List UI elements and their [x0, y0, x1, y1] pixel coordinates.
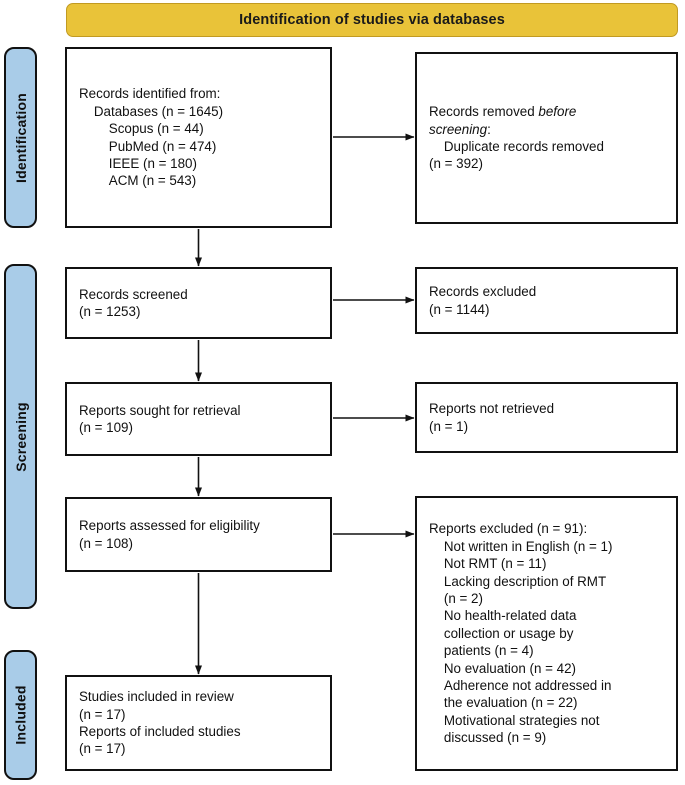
- box-reports-assessed-text: Reports assessed for eligibility (n = 10…: [79, 518, 260, 551]
- box-records-excluded-text: Records excluded (n = 1144): [429, 284, 537, 317]
- box-reports-sought-for-retrieval: Reports sought for retrieval (n = 109): [65, 382, 332, 456]
- stage-tab-included-label: Included: [12, 685, 29, 745]
- removed-line1-lead: Records removed: [429, 104, 539, 120]
- box-reports-excluded-text: Reports excluded (n = 91): Not written i…: [429, 521, 613, 746]
- box-reports-not-retrieved: Reports not retrieved (n = 1): [415, 382, 678, 453]
- box-reports-not-retrieved-text: Reports not retrieved (n = 1): [429, 401, 555, 434]
- stage-tab-screening: Screening: [4, 264, 37, 609]
- stage-tab-included: Included: [4, 650, 37, 780]
- banner-identification-via-databases: Identification of studies via databases: [66, 3, 678, 37]
- box-records-excluded: Records excluded (n = 1144): [415, 267, 678, 334]
- removed-line3: Duplicate records removed: [429, 139, 604, 154]
- box-reports-excluded-with-reasons: Reports excluded (n = 91): Not written i…: [415, 496, 678, 771]
- stage-tab-screening-label: Screening: [12, 401, 29, 472]
- stage-tab-identification-label: Identification: [12, 92, 29, 183]
- box-records-identified-text: Records identified from: Databases (n = …: [79, 86, 224, 189]
- box-records-removed-before-screening: Records removed before screening: Duplic…: [415, 52, 678, 224]
- box-reports-sought-text: Reports sought for retrieval (n = 109): [79, 402, 241, 435]
- box-records-screened-text: Records screened (n = 1253): [79, 286, 188, 319]
- box-records-removed-text: Records removed before screening: Duplic…: [429, 103, 664, 173]
- removed-line4: (n = 392): [429, 156, 483, 172]
- stage-tab-identification: Identification: [4, 47, 37, 228]
- box-records-identified: Records identified from: Databases (n = …: [65, 47, 332, 228]
- removed-line2-tail: :: [487, 121, 491, 137]
- banner-title: Identification of studies via databases: [239, 12, 505, 28]
- box-records-screened: Records screened (n = 1253): [65, 267, 332, 339]
- removed-line1-italic: before: [538, 104, 577, 120]
- box-studies-included-in-review: Studies included in review (n = 17) Repo…: [65, 675, 332, 771]
- removed-line2-italic: screening: [429, 121, 488, 137]
- box-studies-included-text: Studies included in review (n = 17) Repo…: [79, 689, 241, 757]
- box-reports-assessed-for-eligibility: Reports assessed for eligibility (n = 10…: [65, 497, 332, 572]
